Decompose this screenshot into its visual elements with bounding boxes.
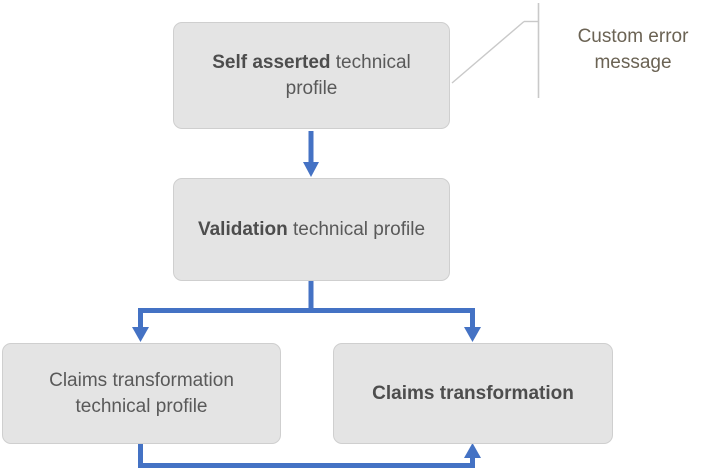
callout-line-2: message — [594, 52, 672, 74]
callout-custom-error-message: Custom error message — [545, 24, 721, 76]
callout-leader-line — [451, 3, 540, 98]
arrow-validation-fork — [132, 281, 481, 342]
node-label-bold: Self asserted — [212, 52, 331, 74]
node-claims-transformation[interactable]: Claims transformation — [333, 343, 613, 444]
node-label-bold: Validation — [197, 218, 288, 240]
node-label-bold: Claims transformation — [372, 382, 574, 404]
node-label-normal: Claims transformation technical profile — [49, 370, 234, 417]
node-label-normal: technical profile — [285, 52, 411, 99]
node-label-normal: technical profile — [287, 218, 426, 240]
arrow-claims-tp-to-claims-transformation — [138, 443, 481, 468]
node-label: Validation technical profile — [198, 217, 425, 242]
node-validation-technical-profile[interactable]: Validation technical profile — [173, 178, 450, 281]
node-label: Self asserted technical profile — [188, 50, 435, 100]
node-label: Claims transformation — [372, 381, 574, 406]
node-self-asserted-technical-profile[interactable]: Self asserted technical profile — [173, 22, 450, 129]
node-label: Claims transformation technical profile — [17, 368, 266, 418]
callout-line-1: Custom error — [577, 26, 689, 47]
node-claims-transformation-technical-profile[interactable]: Claims transformation technical profile — [2, 343, 281, 444]
arrow-self-asserted-to-validation — [303, 131, 319, 177]
